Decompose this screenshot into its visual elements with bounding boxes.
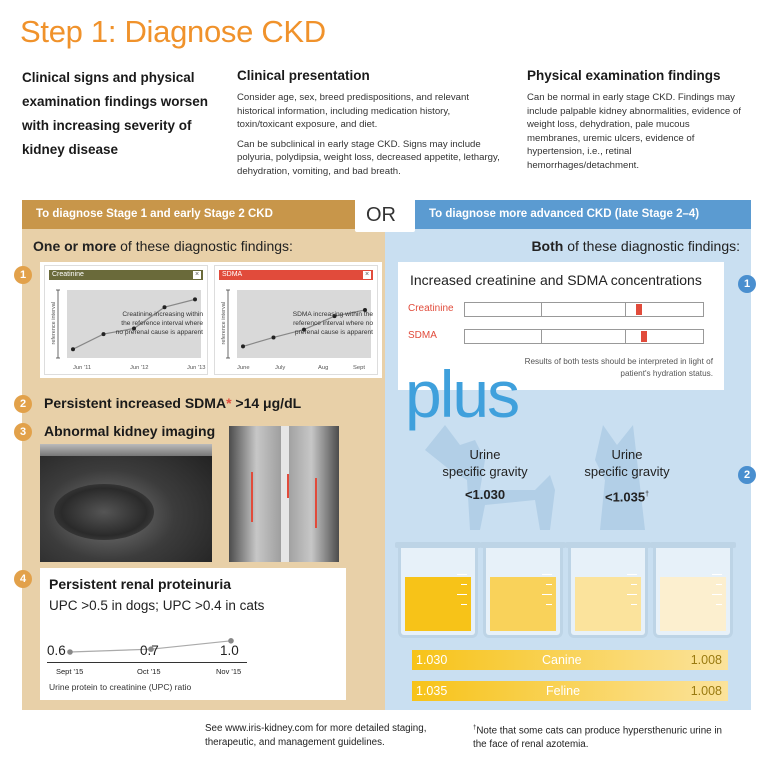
upc-date-2: Oct '15 <box>137 667 161 676</box>
physical-exam: Physical examination findings Can be nor… <box>527 68 742 173</box>
urine-beaker-3 <box>565 542 651 638</box>
sdma-chart-plot <box>226 289 371 359</box>
upc-date-3: Nov '15 <box>216 667 242 676</box>
creatinine-chart: Creatinine× reference interval Creatinin… <box>44 265 208 375</box>
upc-point-3 <box>228 638 234 644</box>
urine-fill-2 <box>490 577 556 631</box>
left-item-2-number: 2 <box>14 395 32 413</box>
clinical-presentation: Clinical presentation Consider age, sex,… <box>237 68 502 179</box>
upc-point-1 <box>67 649 73 655</box>
creatinine-point-2 <box>101 332 106 337</box>
upc-value-3: 1.0 <box>220 643 239 658</box>
creatinine-chart-plot <box>56 289 201 359</box>
footer-guidelines: See www.iris-kidney.com for more detaile… <box>205 723 427 748</box>
clinical-paragraph-1: Consider age, sex, breed predispositions… <box>237 92 469 131</box>
ultrasound-image <box>40 444 212 562</box>
close-icon: × <box>193 271 201 279</box>
proteinuria-card: Persistent renal proteinuria UPC >0.5 in… <box>40 568 346 700</box>
right-item-2-number: 2 <box>738 466 756 484</box>
sdma-point-3 <box>302 327 306 332</box>
proteinuria-subtitle: UPC >0.5 in dogs; UPC >0.4 in cats <box>49 598 265 613</box>
creatinine-ylabel: reference interval <box>51 302 57 345</box>
creatinine-chart-tab: Creatinine× <box>49 270 203 280</box>
page-title: Step 1: Diagnose CKD <box>20 14 326 49</box>
upc-point-2 <box>148 646 154 652</box>
creatinine-label: Creatinine <box>408 303 454 314</box>
footer-note: †Note that some cats can produce hyperst… <box>473 725 722 750</box>
right-panel-header: To diagnose more advanced CKD (late Stag… <box>385 200 751 229</box>
urine-beaker-2 <box>480 542 566 638</box>
urine-fill-3 <box>575 577 641 631</box>
sdma-xtick-4: Sept <box>353 365 365 371</box>
creatinine-bar <box>464 302 704 317</box>
upc-value-2: 0.7 <box>140 643 159 658</box>
intro-text: Clinical signs and physical examination … <box>22 70 209 157</box>
creatinine-point-1 <box>71 347 75 352</box>
creatinine-point-5 <box>193 297 197 302</box>
sdma-chart: SDMA× reference interval SDMA increasing… <box>214 265 378 375</box>
sdma-label: SDMA <box>408 330 437 341</box>
dog-and-cat-silhouettes <box>425 425 645 530</box>
urine-fill-1 <box>405 577 471 631</box>
physical-paragraph: Can be normal in early stage CKD. Findin… <box>527 92 741 171</box>
urine-fill-4 <box>660 577 726 631</box>
sdma-finding: Persistent increased SDMA* >14 μg/dL <box>44 395 302 411</box>
concentrations-card: Increased creatinine and SDMA concentrat… <box>398 262 724 390</box>
plus-word: plus <box>405 357 520 431</box>
sdma-point-2 <box>271 335 276 340</box>
dog-usg: Urine specific gravity <1.030 <box>442 447 528 502</box>
left-item-4-number: 4 <box>14 570 32 588</box>
sdma-point-5 <box>363 308 367 312</box>
sdma-point-1 <box>241 344 245 349</box>
canine-scale-bar: 1.030 Canine 1.008 <box>412 650 728 670</box>
sdma-xtick-1: June <box>237 365 250 371</box>
clinical-heading: Clinical presentation <box>237 68 370 83</box>
physical-heading: Physical examination findings <box>527 68 721 83</box>
clinical-paragraph-2: Can be subclinical in early stage CKD. S… <box>237 138 500 177</box>
cat-silhouette <box>595 425 645 530</box>
right-item-1-number: 1 <box>738 275 756 293</box>
sdma-marker <box>641 331 647 342</box>
urine-beaker-1 <box>395 542 481 638</box>
sdma-bar <box>464 329 704 344</box>
sdma-plot-area <box>237 290 371 358</box>
urine-beaker-4 <box>650 542 736 638</box>
upc-value-1: 0.6 <box>47 643 66 658</box>
sdma-chart-tab: SDMA× <box>219 270 373 280</box>
sdma-xtick-2: July <box>275 365 286 371</box>
sdma-xtick-3: Aug <box>318 365 329 371</box>
upc-date-1: Sept '15 <box>56 667 84 676</box>
creatinine-xtick-3: Jun '13 <box>187 365 206 371</box>
sdma-ylabel: reference interval <box>221 302 227 345</box>
left-item-3-number: 3 <box>14 423 32 441</box>
right-subheading: Both of these diagnostic findings: <box>531 238 740 254</box>
creatinine-point-3 <box>132 326 136 331</box>
creatinine-xtick-2: Jun '12 <box>130 365 149 371</box>
upc-trend <box>67 638 234 655</box>
creatinine-marker <box>636 304 642 315</box>
or-divider: OR <box>355 198 415 232</box>
sdma-note: SDMA increasing within the reference int… <box>292 311 373 336</box>
upc-caption: Urine protein to creatinine (UPC) ratio <box>49 682 192 692</box>
sdma-point-4 <box>332 314 337 319</box>
left-item-1-number: 1 <box>14 266 32 284</box>
xray-image <box>229 426 339 562</box>
dog-silhouette <box>425 425 555 530</box>
creatinine-xtick-1: Jun '11 <box>73 365 92 371</box>
creatinine-point-4 <box>162 305 167 310</box>
imaging-finding: Abnormal kidney imaging <box>44 423 216 439</box>
hydration-note: Results of both tests should be interpre… <box>524 357 713 378</box>
creatinine-plot-area <box>67 290 201 358</box>
close-icon: × <box>363 271 371 279</box>
feline-scale-bar: 1.035 Feline 1.008 <box>412 681 728 701</box>
urine-beakers <box>395 542 740 642</box>
proteinuria-title: Persistent renal proteinuria <box>49 576 232 592</box>
left-subheading: One or more of these diagnostic findings… <box>33 238 293 254</box>
creatinine-note: Creatinine increasing within the referen… <box>115 311 203 336</box>
cat-usg: Urine specific gravity <1.035† <box>584 447 670 505</box>
left-panel-header: To diagnose Stage 1 and early Stage 2 CK… <box>22 200 385 229</box>
concentrations-title: Increased creatinine and SDMA concentrat… <box>410 272 702 288</box>
